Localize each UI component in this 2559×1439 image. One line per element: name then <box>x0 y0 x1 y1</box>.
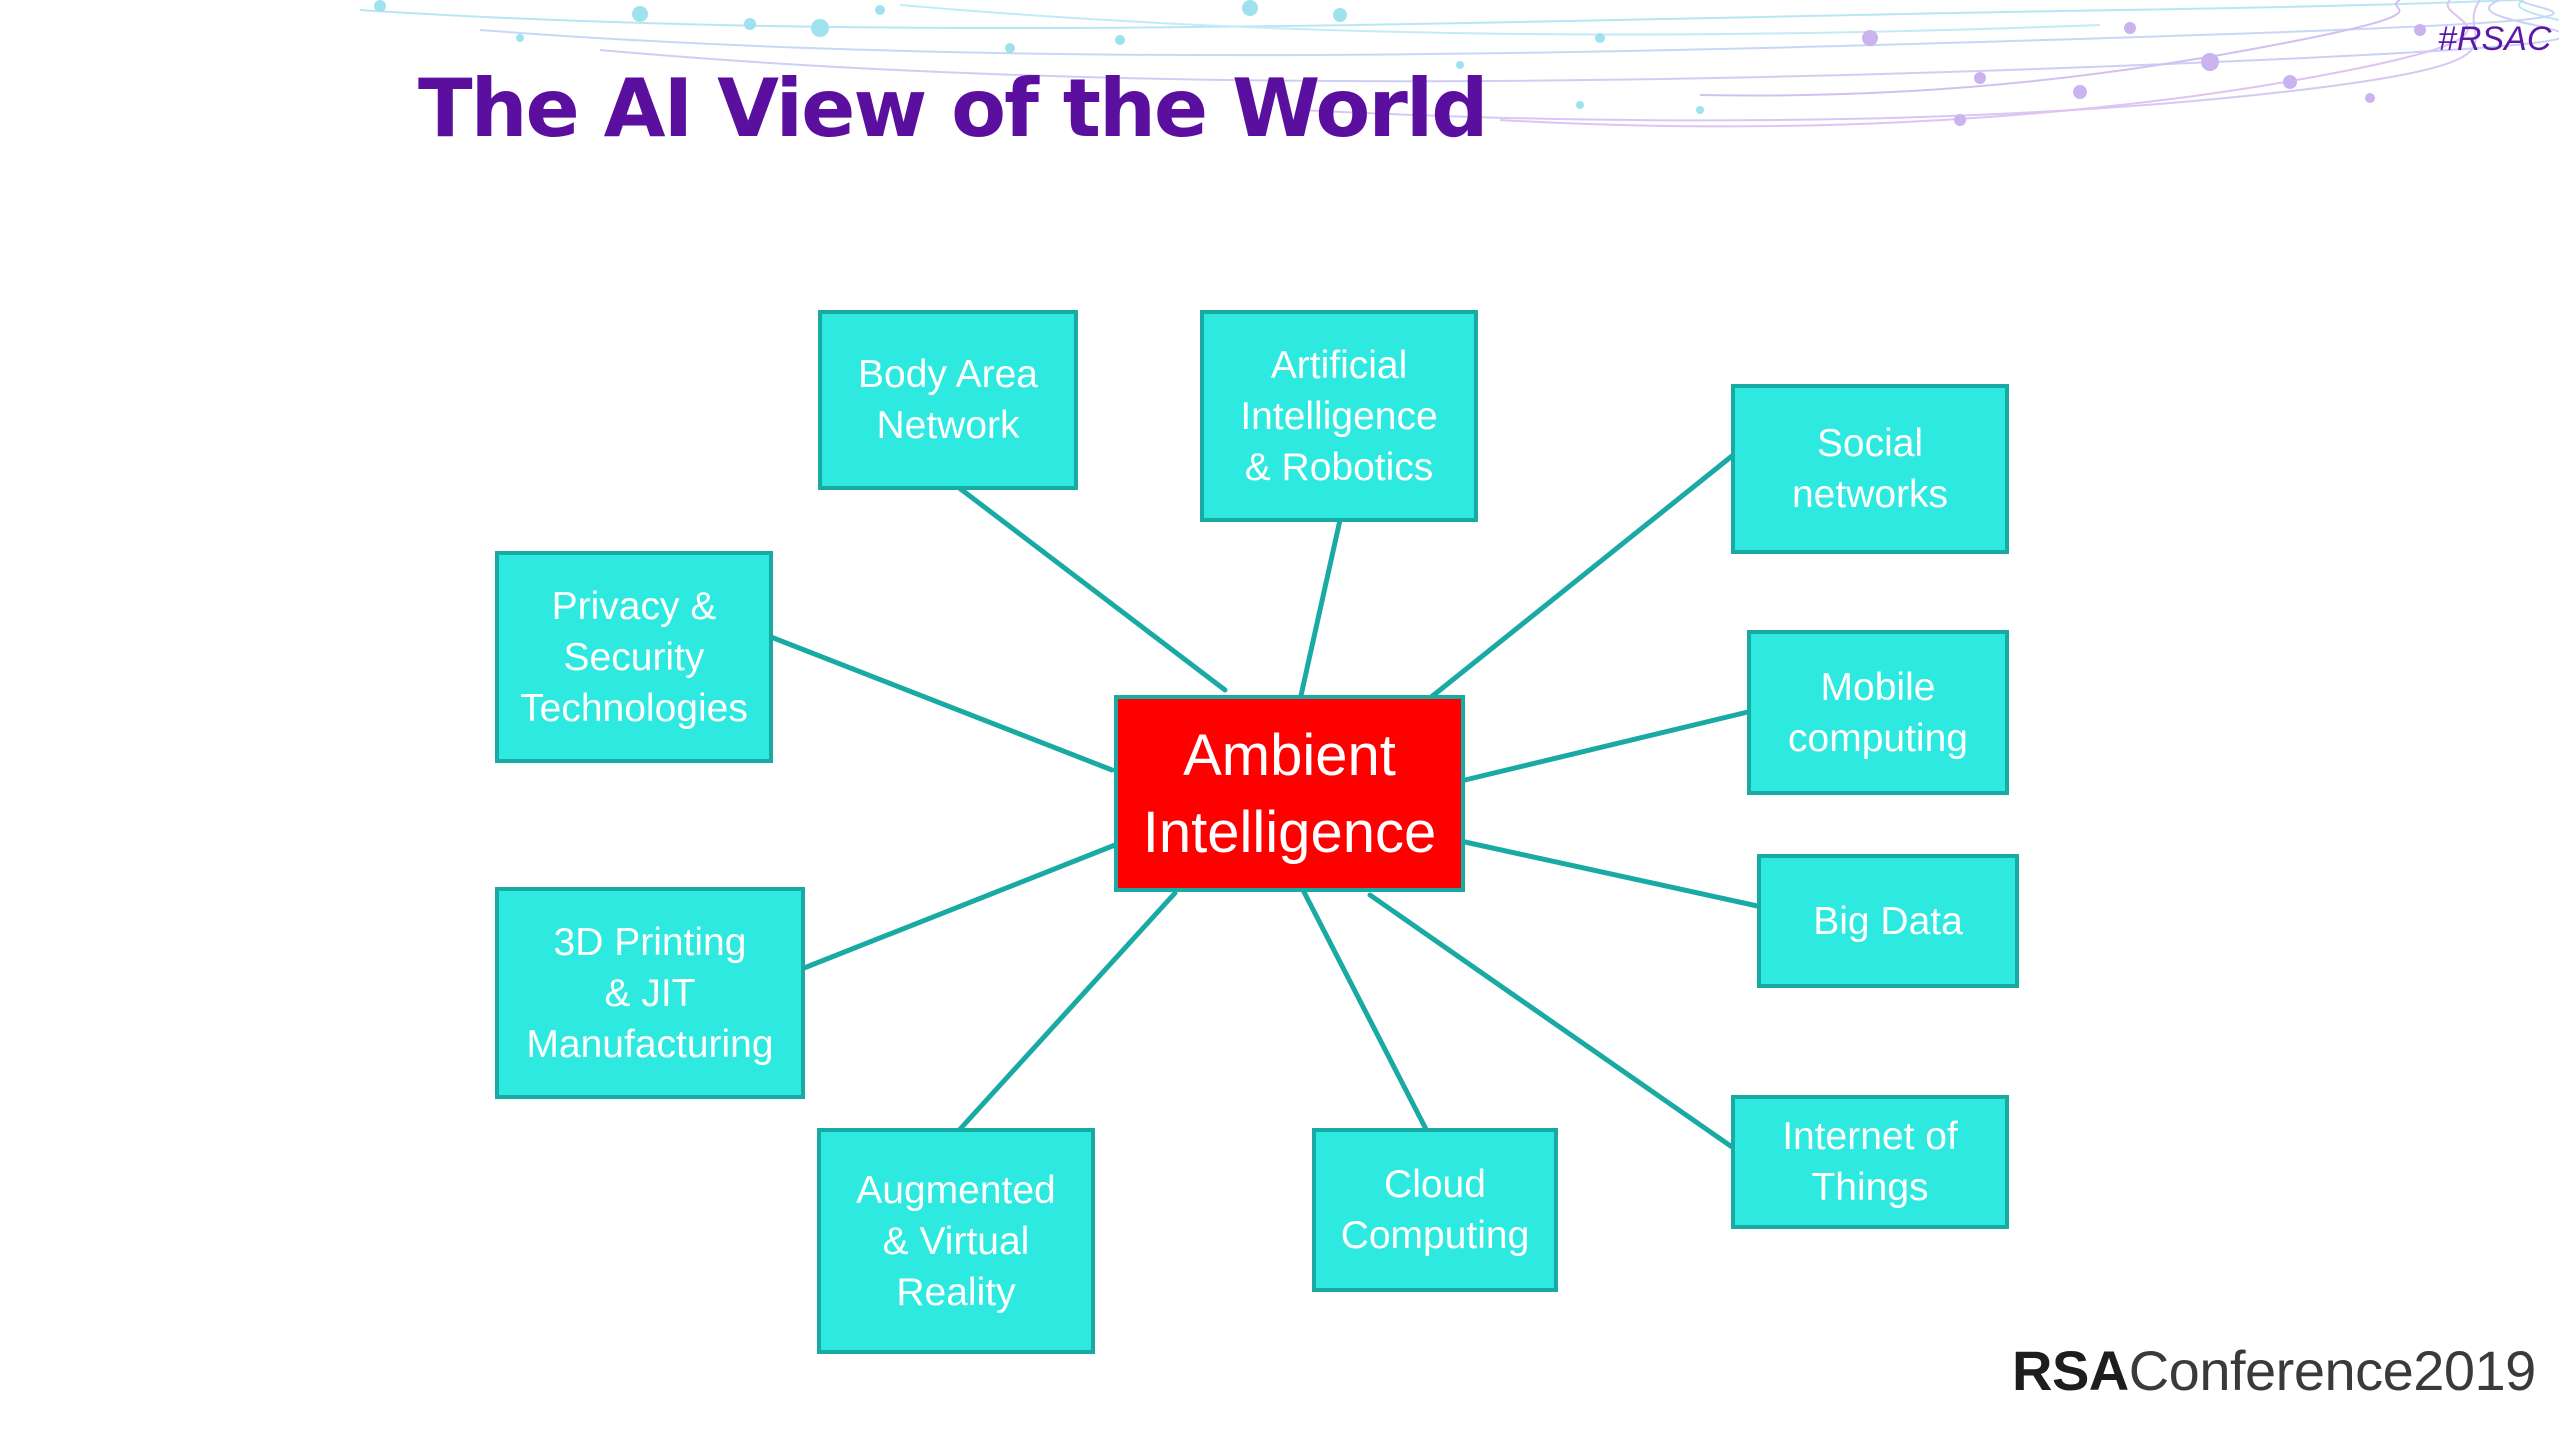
node-social-networks: Social networks <box>1731 384 2009 554</box>
hub-ambient-intelligence: Ambient Intelligence <box>1114 695 1465 892</box>
node-privacy-security: Privacy & Security Technologies <box>495 551 773 763</box>
slide-title: The AI View of the World <box>418 62 1489 155</box>
logo-rsa: RSA <box>2012 1339 2129 1402</box>
connector-privacy-security <box>768 634 1115 773</box>
node-ai-robotics: Artificial Intelligence & Robotics <box>1200 310 1478 522</box>
connector-mobile-computing <box>1462 708 1755 783</box>
node-cloud-computing: Cloud Computing <box>1312 1128 1558 1292</box>
connector-cloud-computing <box>1300 887 1433 1140</box>
node-mobile-computing: Mobile computing <box>1747 630 2009 795</box>
node-internet-of-things: Internet of Things <box>1731 1095 2009 1229</box>
connector-big-data <box>1462 839 1765 910</box>
connector-3d-printing <box>801 842 1118 971</box>
node-augmented-reality: Augmented & Virtual Reality <box>817 1128 1095 1354</box>
connector-body-area-network <box>955 484 1228 693</box>
node-big-data: Big Data <box>1757 854 2019 988</box>
node-3d-printing: 3D Printing & JIT Manufacturing <box>495 887 805 1099</box>
node-body-area-network: Body Area Network <box>818 310 1078 490</box>
header-swirl-decoration <box>359 0 2559 128</box>
connector-ai-robotics <box>1297 517 1343 703</box>
logo-conference-year: Conference2019 <box>2128 1339 2537 1402</box>
connector-internet-of-things <box>1367 892 1735 1150</box>
rsa-conference-logo: RSAConference2019 <box>2012 1338 2536 1403</box>
connector-social-networks <box>1427 453 1735 701</box>
connector-augmented-reality <box>949 890 1178 1141</box>
hashtag-label: #RSAC <box>2438 20 2552 58</box>
